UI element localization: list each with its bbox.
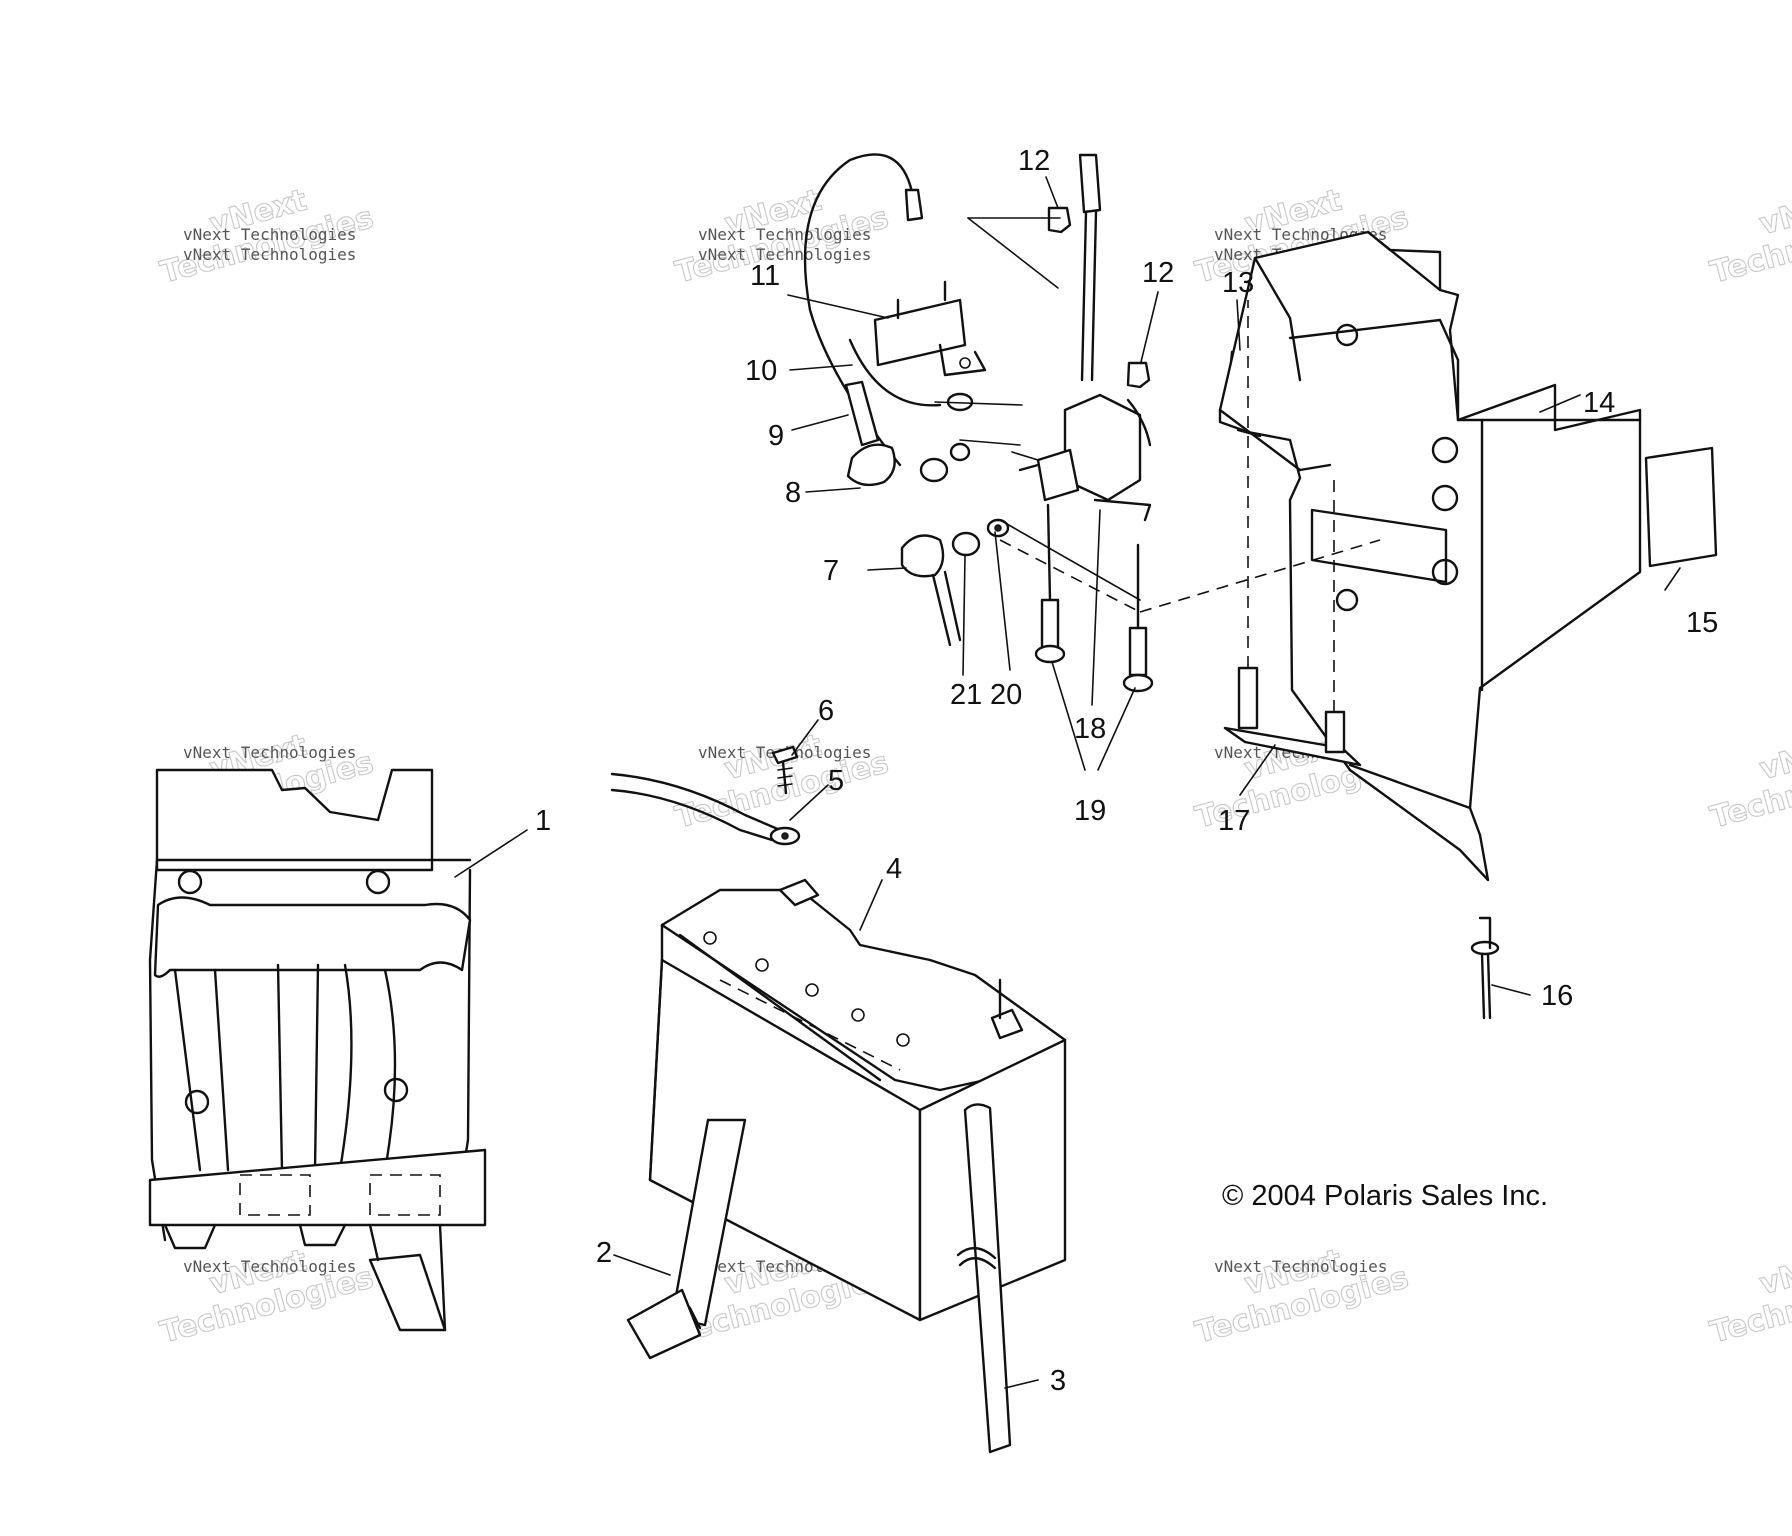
callout-11: 11 <box>750 260 780 292</box>
callout-6: 6 <box>818 695 834 727</box>
svg-text:vNext: vNext <box>1756 728 1792 787</box>
callout-3: 3 <box>1050 1365 1066 1397</box>
part-stud-plate <box>1223 300 1362 767</box>
part-connectors <box>803 153 1010 647</box>
callout-labels: 1 2 3 4 5 6 7 8 9 10 11 12 12 13 14 15 1… <box>535 145 1718 1397</box>
callout-1: 1 <box>535 805 551 837</box>
watermark-small: vNext Technologies <box>183 1257 356 1276</box>
watermark: vNext Technologies <box>1706 1242 1792 1351</box>
copyright-text: © 2004 Polaris Sales Inc. <box>1222 1180 1548 1212</box>
callout-20: 20 <box>990 679 1022 711</box>
callout-14: 14 <box>1583 387 1615 419</box>
callout-19: 19 <box>1074 795 1106 827</box>
watermark-small: vNext Technologies <box>183 743 356 762</box>
callout-8: 8 <box>785 477 801 509</box>
part-rivet <box>1470 916 1500 1020</box>
svg-text:vNext: vNext <box>1756 183 1792 242</box>
callout-12b: 12 <box>1142 257 1174 289</box>
watermark: vNext Technologies <box>671 727 893 836</box>
callout-5: 5 <box>828 765 844 797</box>
part-bolts <box>1034 503 1154 693</box>
part-overflow-hose <box>956 1103 1012 1454</box>
callout-13: 13 <box>1222 267 1254 299</box>
callout-21: 21 <box>950 679 982 711</box>
callout-15: 15 <box>1686 607 1718 639</box>
watermark-small: vNext Technologies <box>183 225 356 244</box>
callout-18: 18 <box>1074 713 1106 745</box>
callout-7: 7 <box>823 555 839 587</box>
watermark: vNext Technologies <box>1706 727 1792 836</box>
callout-16: 16 <box>1541 980 1573 1012</box>
callout-4: 4 <box>886 853 902 885</box>
watermark-small: vNext Technologies <box>698 245 871 264</box>
part-starter-solenoid <box>1018 153 1152 522</box>
part-battery-box <box>148 768 487 1332</box>
part-label <box>1644 446 1718 568</box>
callout-10: 10 <box>745 355 777 387</box>
callout-leaders <box>454 176 1681 1389</box>
svg-text:vNext: vNext <box>1756 1243 1792 1302</box>
assembly-lines <box>934 217 1381 613</box>
watermark: vNext Technologies <box>156 1242 378 1351</box>
callout-9: 9 <box>768 420 784 452</box>
watermark-small: vNext Technologies <box>1214 1257 1387 1276</box>
callout-2: 2 <box>596 1237 612 1269</box>
part-vent-tube <box>626 1118 747 1360</box>
watermark-small: vNext Technologies <box>698 225 871 244</box>
watermark: vNext Technologies <box>1191 1242 1413 1351</box>
watermark-small: vNext Technologies <box>183 245 356 264</box>
part-cable-bolt <box>610 745 801 846</box>
callout-12a: 12 <box>1018 145 1050 177</box>
watermark: vNext Technologies <box>1706 182 1792 291</box>
callout-17: 17 <box>1218 805 1250 837</box>
